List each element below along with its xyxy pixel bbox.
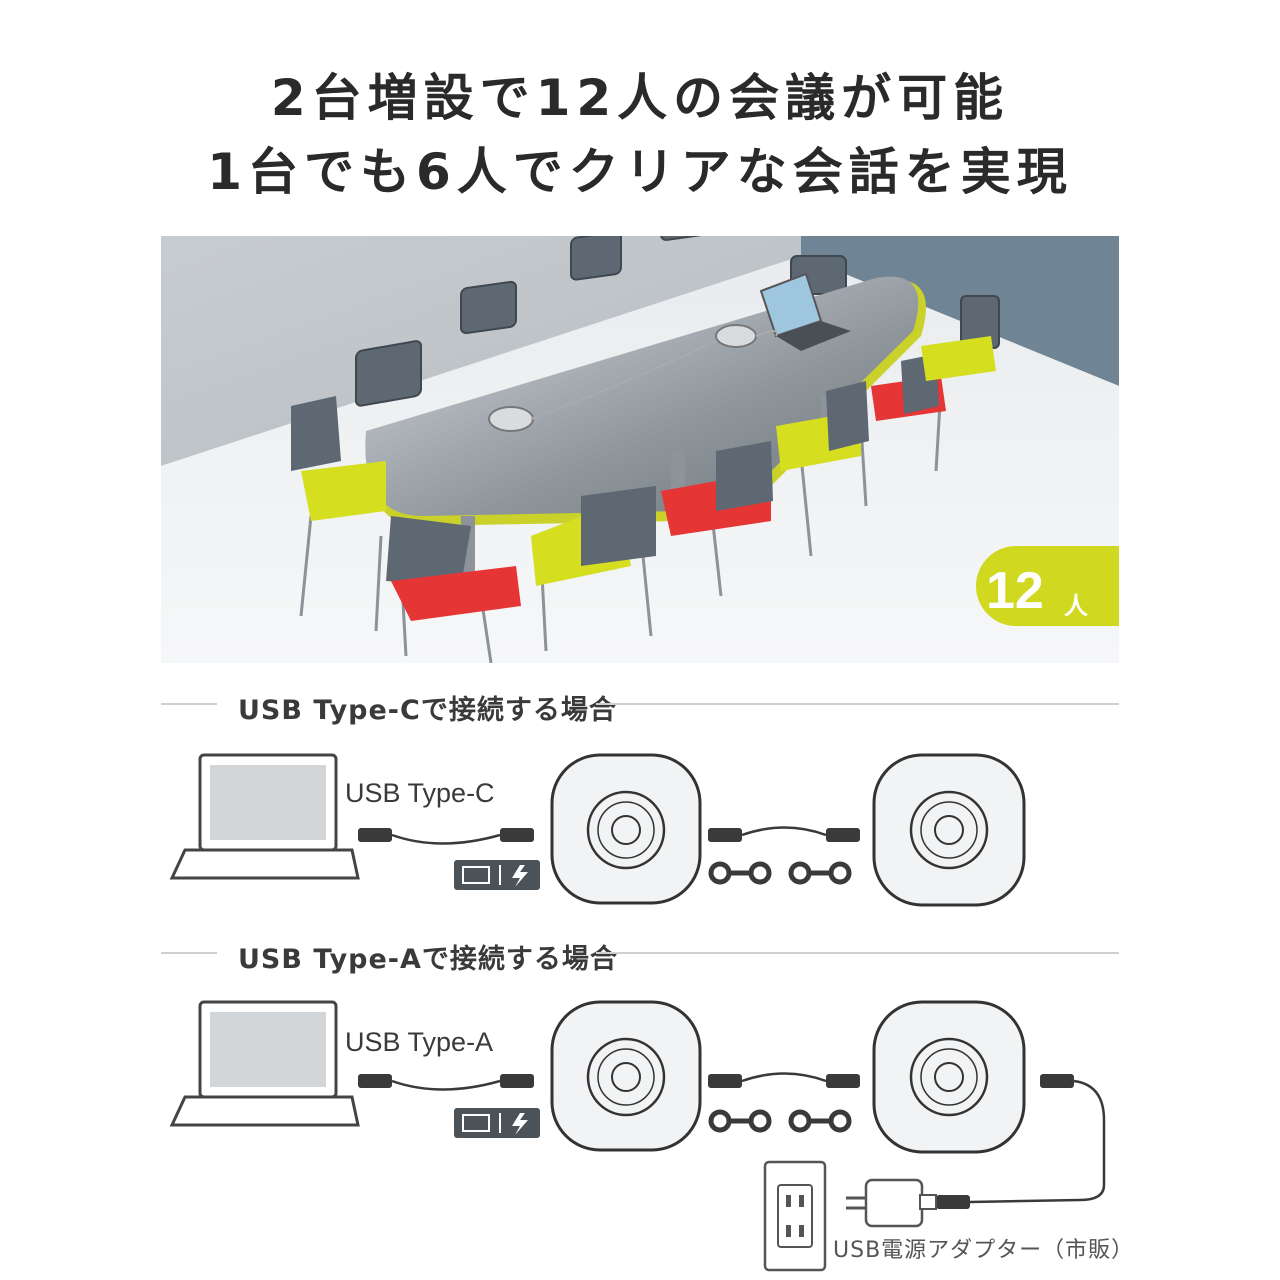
usb-cable-icon [708, 1072, 860, 1088]
adapter-label: USB電源アダプター（市販） [833, 1238, 1135, 1263]
usb-cable-icon [936, 1074, 1106, 1209]
wall-outlet-icon [763, 1160, 827, 1272]
pc-charge-badge-icon [454, 1108, 540, 1138]
laptop-icon [169, 1000, 360, 1127]
badge-number: 12 [986, 562, 1044, 620]
speakerphone-icon [872, 753, 1026, 907]
divider-left [161, 703, 217, 705]
laptop-icon [169, 753, 360, 880]
pc-charge-badge-icon [454, 860, 540, 890]
headline-line-1: 2台増設で12人の会議が可能 [270, 69, 1010, 127]
capacity-badge: 12 人 [976, 546, 1119, 626]
divider-right [596, 952, 1119, 954]
link-ring-icon [708, 1109, 852, 1133]
section-usb-a-title: USB Type-Aで接続する場合 [238, 944, 618, 975]
section-usb-a-header: USB Type-Aで接続する場合 [0, 937, 1280, 975]
port-label-usb-a: USB Type-A [345, 1027, 494, 1057]
port-label-usb-c: USB Type-C [345, 778, 495, 808]
usb-c-connection-diagram [169, 753, 1026, 907]
badge-unit: 人 [1064, 593, 1088, 620]
usb-cable-icon [708, 826, 860, 842]
usb-a-connection-diagram [169, 1000, 1106, 1272]
section-usb-c-title: USB Type-Cで接続する場合 [238, 695, 617, 726]
usb-cable-icon [358, 1074, 534, 1091]
speakerphone-icon [872, 1000, 1026, 1154]
conference-room-illustration: 12 人 [161, 236, 1119, 663]
power-adapter-icon [846, 1178, 937, 1228]
section-usb-c-header: USB Type-Cで接続する場合 [0, 688, 1280, 726]
usb-cable-icon [358, 828, 534, 845]
divider-left [161, 952, 217, 954]
speakerphone-icon [550, 753, 702, 905]
link-ring-icon [708, 861, 852, 885]
headline-line-2: 1台でも6人でクリアな会話を実現 [207, 143, 1073, 201]
divider-right [596, 703, 1119, 705]
speakerphone-icon [550, 1000, 702, 1152]
